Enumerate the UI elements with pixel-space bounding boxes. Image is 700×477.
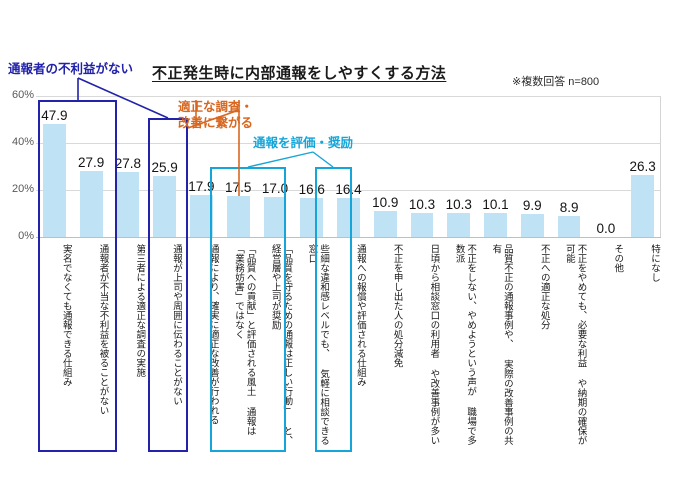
bar [557,216,581,237]
bar-value-label: 10.1 [482,197,509,213]
bar [300,198,324,237]
x-axis-category-label: 品質不正の通報事例や、 実際の改善事例の共有 [490,244,513,445]
bar-value-label: 25.9 [151,160,178,176]
gridline [36,190,660,191]
y-axis-tick-label: 60% [11,89,34,101]
bar-value-label: 26.3 [629,159,656,175]
x-axis-category-label: 日頃から相談窓口の利用者 や改善事例が多い [428,244,440,445]
x-axis-category-label: 特になし [648,244,660,282]
bar [116,171,140,237]
callout-orange-line2: 改善に繋がる [178,116,254,130]
bar-value-label: 16.4 [335,182,362,198]
bar [520,213,544,237]
callout-cyan: 通報を評価・奨励 [253,136,354,150]
bar-value-label: 47.9 [41,108,68,124]
bar-value-label: 16.6 [298,181,325,197]
x-axis-category-label: 通報が上司や周囲に伝わることがない [171,244,183,406]
x-axis-category-label: 第三者による適正な調査の実施 [134,244,146,377]
callout-orange-line1: 適正な調査・ [178,100,254,114]
x-axis-category-label: 通報者が不当な不利益を被ることがない [97,244,109,415]
bar-value-label: 0.0 [596,221,616,236]
bar [42,124,66,237]
sample-size-note: ※複数回答 n=800 [512,76,600,88]
y-axis-tick-label: 0% [18,230,34,242]
bar [373,211,397,237]
x-axis-category-label: 不正をしない、やめようという声が 職場で多数派 [453,244,477,445]
bar-value-label: 17.5 [225,179,252,195]
x-axis-category-label: 通報への報償や評価される仕組み [354,244,366,387]
x-axis-category-label: 不正をやめても、必要な利益 や納期の確保が可能 [563,244,587,445]
x-axis-category-label: 実名でなくても通報できる仕組み [60,244,72,387]
callout-navy: 通報者の不利益がない [8,62,134,76]
x-axis-category-label: 通報により、確実に適正な改善が行われる [207,244,219,425]
bar-value-label: 17.0 [261,181,289,197]
bar-value-label: 10.9 [372,195,399,211]
y-axis-tick-label: 40% [11,136,34,148]
bar [79,171,103,237]
bar [226,195,250,237]
bar [153,176,177,237]
x-axis-category-label: 不正を申し出た人の処分減免 [391,244,403,368]
x-axis-category-label: 不正への適正な処分 [538,244,550,330]
bar-value-label: 27.9 [77,155,105,171]
bar [410,212,434,237]
bar-value-label: 8.9 [559,200,579,216]
x-axis-category-label: 些細な違和感レベルでも、 気軽に相談できる窓口 [306,244,330,445]
x-axis-baseline [36,237,661,238]
x-axis-category-label: 「品質への貢献」と評価される風土 通報は「業務妨害」ではなく [232,244,256,436]
gridline [36,96,660,97]
bar-value-label: 17.9 [188,178,215,194]
bar-value-label: 10.3 [408,196,436,212]
gridline [36,143,660,144]
bar [447,212,471,237]
bar-value-label: 27.8 [114,155,142,171]
bar [263,197,287,237]
bar [190,194,213,237]
page-title: 不正発生時に内部通報をしやすくする方法 [152,65,447,82]
x-axis-category-label: その他 [612,244,624,273]
bar [484,213,507,237]
x-axis-category-label: 「品質を守るための通報は正しい行動」 と、経営層や上司が奨励 [269,244,293,445]
y-axis-tick-label: 20% [11,183,34,195]
bar [631,175,654,237]
bar-value-label: 10.3 [445,196,472,212]
bar-value-label: 9.9 [522,197,542,213]
bar [337,198,360,237]
